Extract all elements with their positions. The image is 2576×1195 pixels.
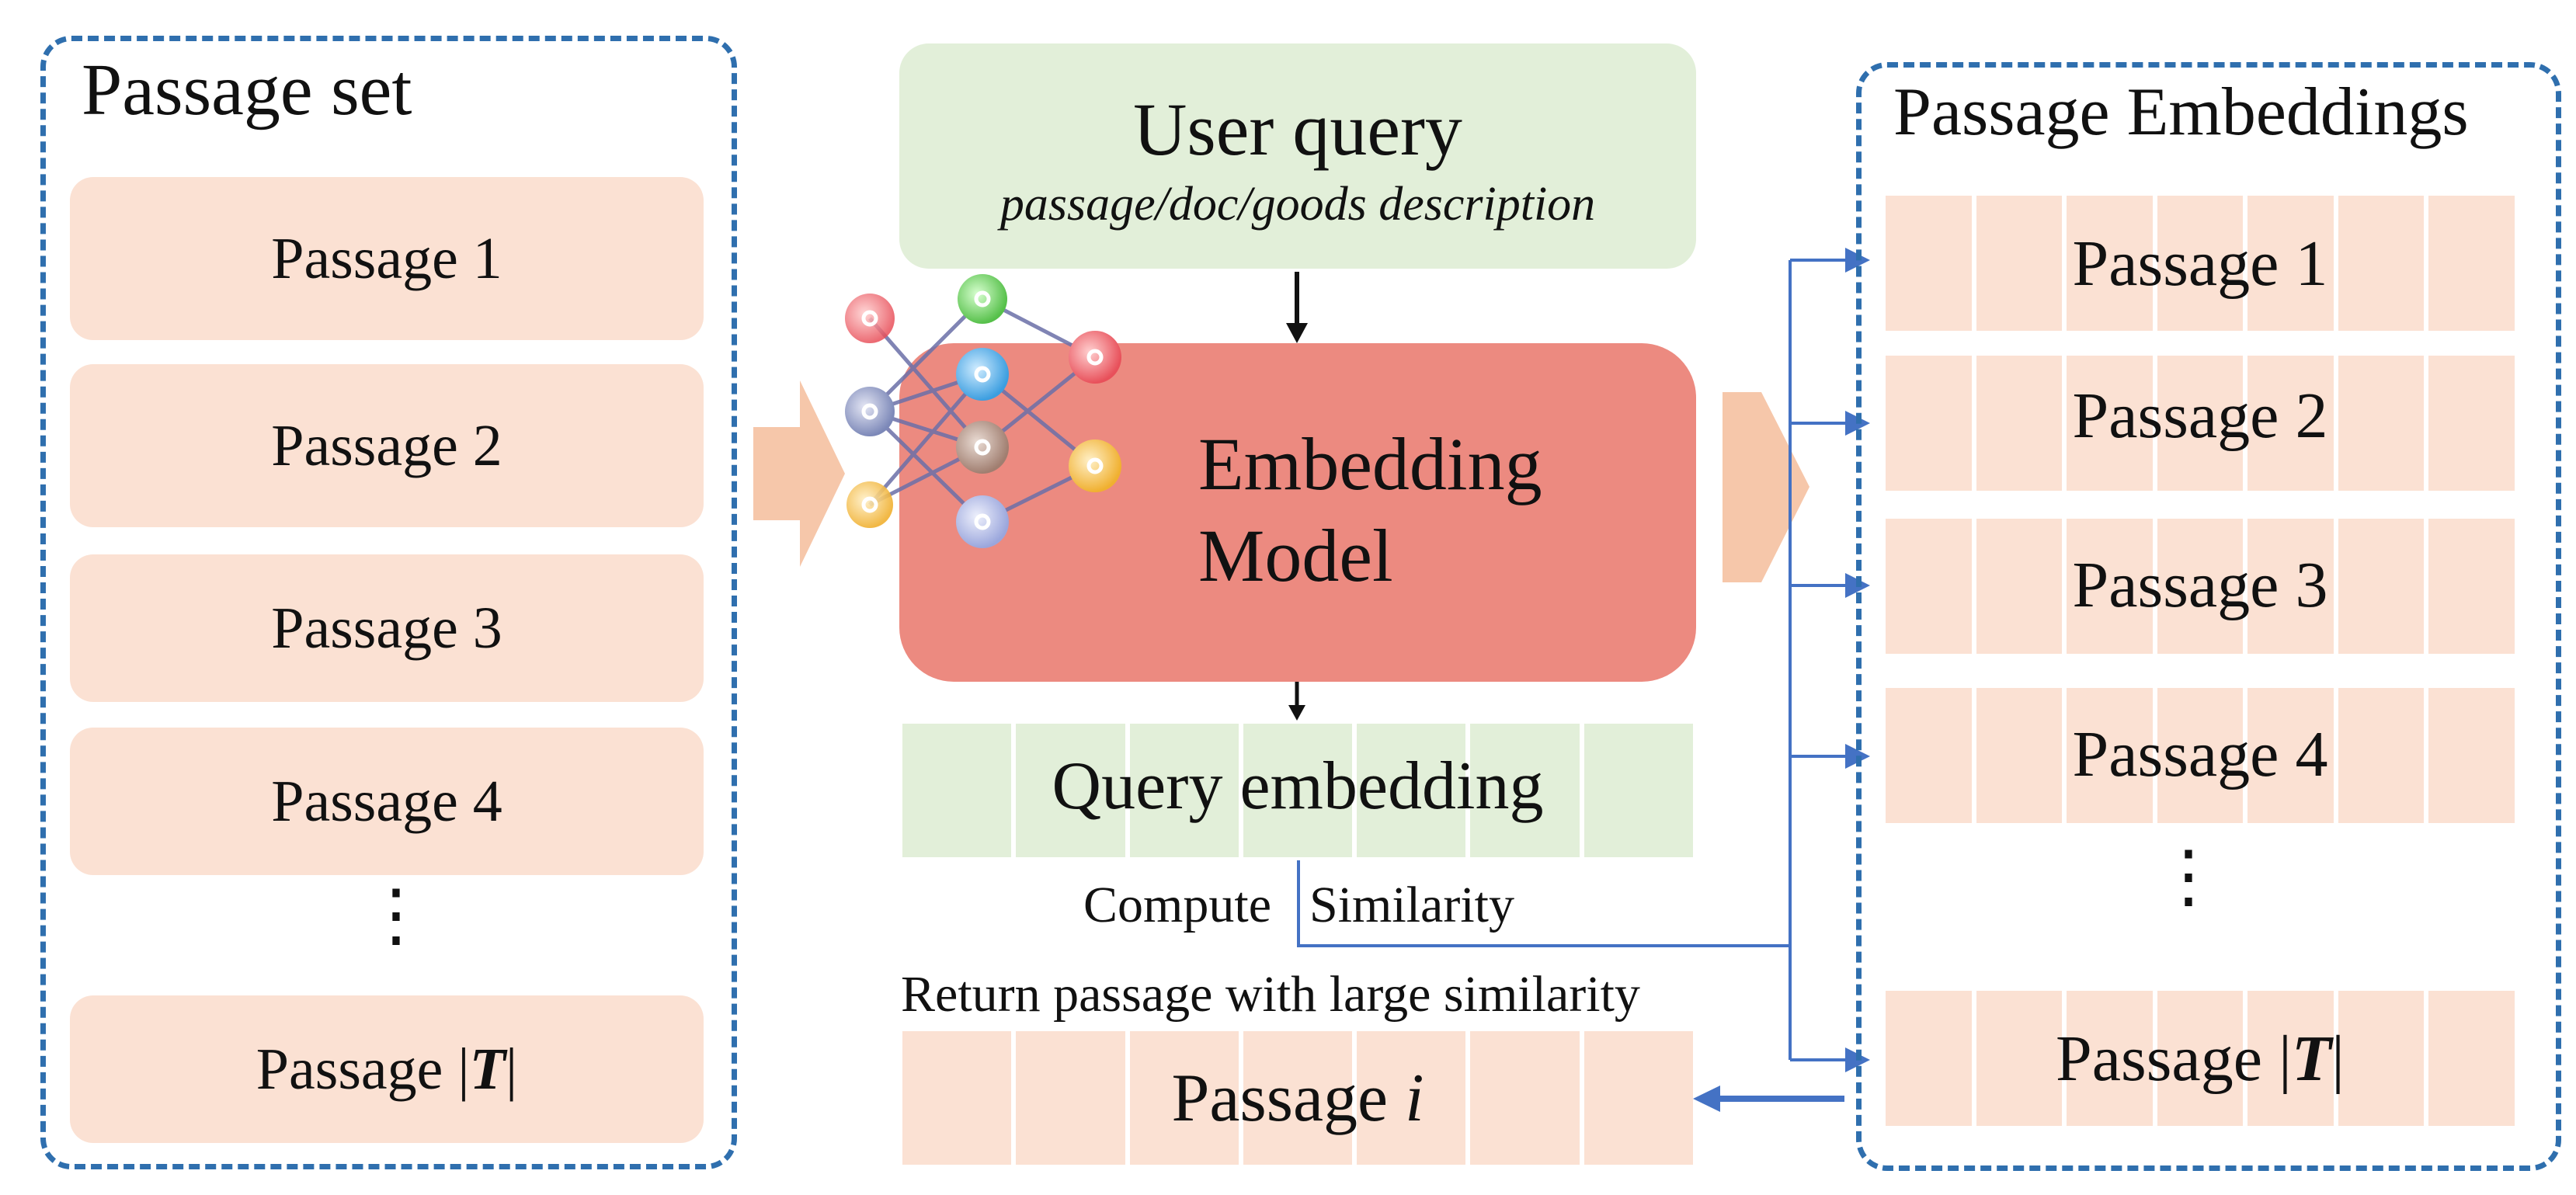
- flow-arrow-right-icon: [753, 380, 845, 567]
- embedding-row-2-label: Passage 2: [2072, 379, 2328, 452]
- passage-set-last-suffix: |: [506, 1036, 518, 1102]
- embedding-model-line2: Model: [1198, 514, 1393, 597]
- compute-label: Compute: [1083, 877, 1271, 933]
- passage-embeddings-title: Passage Embeddings: [1893, 75, 2469, 150]
- embedding-model-box: Embedding Model: [899, 343, 1696, 682]
- user-query-title: User query: [1133, 88, 1462, 171]
- embedding-row-3-label: Passage 3: [2072, 548, 2328, 621]
- user-query-subtitle: passage/doc/goods description: [999, 178, 1596, 231]
- return-passage-label: Return passage with large similarity: [901, 966, 1640, 1023]
- result-passage-var: i: [1405, 1060, 1424, 1136]
- result-passage-label: Passage i: [902, 1031, 1693, 1165]
- embedding-last-prefix: Passage |: [2056, 1022, 2292, 1095]
- embedding-last-suffix: |: [2331, 1022, 2345, 1095]
- embedding-row-4-label: Passage 4: [2072, 717, 2328, 790]
- passage-set-title: Passage set: [82, 50, 412, 130]
- result-passage-strip: [902, 1031, 1693, 1165]
- embeddings-ellipsis: ⋮: [2154, 839, 2223, 915]
- query-embedding-strip: [902, 724, 1693, 857]
- embedding-row-last: [1886, 991, 2515, 1126]
- embedding-model-line1: Embedding: [1198, 422, 1542, 505]
- query-embedding-label: Query embedding: [1052, 748, 1544, 824]
- result-passage-prefix: Passage: [1171, 1060, 1406, 1136]
- passage-set-item-3: Passage 3: [70, 554, 704, 702]
- arrow-down-icon: [1288, 682, 1305, 721]
- embedding-row-1: [1886, 196, 2515, 331]
- embedding-row-3: [1886, 519, 2515, 654]
- user-query-box: User query passage/doc/goods description: [899, 43, 1696, 269]
- similarity-label: Similarity: [1309, 877, 1514, 933]
- embedding-row-last-label: Passage |T|: [1886, 991, 2515, 1126]
- arrow-down-icon: [1286, 272, 1308, 343]
- passage-set-item-last: Passage |T|: [70, 995, 704, 1143]
- passage-set-item-4: Passage 4: [70, 728, 704, 875]
- passage-set-item-2: Passage 2: [70, 364, 704, 527]
- embedding-row-4: [1886, 688, 2515, 823]
- neural-network-icon: [845, 274, 1121, 548]
- passage-embeddings-panel: [1856, 62, 2561, 1171]
- flow-arrow-right-icon: [1723, 392, 1809, 582]
- embedding-row-1-label: Passage 1: [2072, 227, 2328, 300]
- passage-set-last-prefix: Passage |: [256, 1036, 470, 1102]
- passage-set-last-var: T: [469, 1036, 506, 1102]
- passage-set-panel: [40, 36, 737, 1169]
- embedding-last-var: T: [2291, 1022, 2332, 1095]
- embedding-row-2: [1886, 356, 2515, 491]
- passage-set-item-1: Passage 1: [70, 177, 704, 340]
